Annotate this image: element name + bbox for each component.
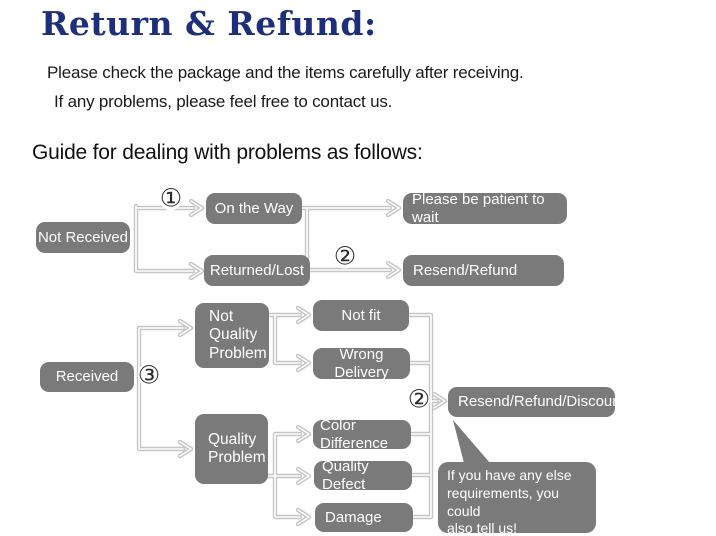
node-color-difference: Color Difference [313,417,411,452]
note-line-2: requirements, you could [447,484,560,519]
node-resend-refund: Resend/Refund [403,255,564,286]
note-bubble: If you have any else requirements, you c… [438,462,596,536]
note-bubble-tail [453,420,490,463]
node-received: Received [40,362,134,392]
note-line-3: also tell us! [447,520,518,536]
node-on-the-way: On the Way [206,193,302,224]
node-not-quality-problem: Not Quality Problem [195,303,269,368]
node-quality-problem: Quality Problem [195,414,268,484]
guide-heading: Guide for dealing with problems as follo… [32,141,423,164]
node-not-received: Not Received [36,222,130,253]
connector-lines-core [135,200,446,525]
node-quality-defect: Quality Defect [314,458,412,493]
node-returned-lost: Returned/Lost [204,255,310,286]
intro-line-2: If any problems, please feel free to con… [54,92,393,111]
intro-line-1: Please check the package and the items c… [47,63,524,82]
node-not-fit: Not fit [313,300,409,331]
step-badge-2-repeat: ② [407,384,431,414]
node-please-be-patient: Please be patient to wait [403,191,567,226]
page-title: Return & Refund: [41,4,377,43]
node-resend-refund-discount: Resend/Refund/Discount [448,387,625,417]
step-badge-2: ② [333,241,357,271]
node-damage: Damage [315,503,413,532]
step-badge-1: ① [159,183,183,213]
step-badge-3: ③ [137,360,161,390]
note-line-1: If you have any else [447,467,572,483]
node-wrong-delivery: Wrong Delivery [313,346,410,381]
